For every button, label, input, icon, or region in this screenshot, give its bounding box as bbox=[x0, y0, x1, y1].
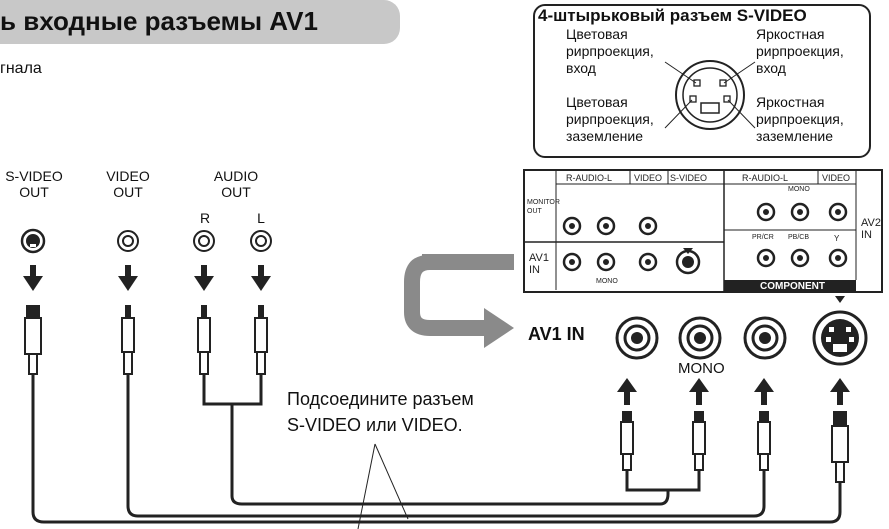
page-title: ь входные разъемы AV1 bbox=[0, 6, 318, 36]
panel-av2-in: AV2 IN bbox=[861, 217, 881, 241]
page-subtitle: гнала bbox=[0, 60, 42, 77]
audio-l-label: L bbox=[257, 210, 265, 226]
panel-svideo-header: S-VIDEO bbox=[670, 173, 708, 183]
svideo-pin-diagram bbox=[664, 60, 756, 130]
panel-component-label: COMPONENT bbox=[760, 281, 825, 292]
gray-direction-arrow bbox=[404, 253, 514, 336]
panel-av1-in: AV1 IN bbox=[529, 252, 549, 276]
svideo-pinout-title: 4-штырьковый разъем S-VIDEO bbox=[538, 6, 807, 25]
destination-plugs bbox=[620, 411, 849, 483]
video-out-label: VIDEO OUT bbox=[106, 168, 150, 200]
source-jacks bbox=[20, 228, 272, 254]
panel-video-header-2: VIDEO bbox=[822, 173, 851, 183]
tv-back-panel bbox=[523, 169, 883, 303]
source-plugs bbox=[24, 305, 268, 375]
panel-monitor-out: MONITOR OUT bbox=[527, 199, 560, 215]
note-pointer bbox=[357, 443, 409, 529]
av1-input-jacks bbox=[615, 310, 868, 366]
luma-input-label: Яркостная рирпроекция, вход bbox=[756, 26, 844, 76]
audio-r-label: R bbox=[199, 210, 211, 226]
svideo-out-label: S-VIDEO OUT bbox=[5, 168, 63, 200]
panel-audio-header-2: R-AUDIO-L bbox=[742, 173, 789, 183]
up-arrows bbox=[617, 378, 850, 405]
luma-ground-label: Яркостная рирпроекция, заземление bbox=[756, 94, 844, 144]
down-arrows bbox=[23, 265, 271, 291]
panel-mono-small: MONO bbox=[596, 278, 618, 285]
panel-y-label: Y bbox=[834, 234, 840, 243]
cables bbox=[31, 374, 842, 524]
panel-pb-label: PB/CB bbox=[788, 234, 810, 241]
header-bar bbox=[0, 0, 400, 44]
chroma-input-label: Цветовая рирпроекция, вход bbox=[566, 26, 654, 76]
mono-label: MONO bbox=[678, 360, 725, 377]
panel-video-header: VIDEO bbox=[634, 173, 663, 183]
chroma-ground-label: Цветовая рирпроекция, заземление bbox=[566, 94, 654, 144]
panel-pr-label: PR/CR bbox=[752, 234, 774, 241]
panel-mono-small-2: MONO bbox=[788, 186, 810, 193]
panel-audio-header: R-AUDIO-L bbox=[566, 173, 613, 183]
av1-in-label: AV1 IN bbox=[528, 324, 585, 344]
connection-note: Подсоедините разъем S-VIDEO или VIDEO. bbox=[287, 389, 474, 435]
audio-out-label: AUDIO OUT bbox=[213, 168, 259, 200]
